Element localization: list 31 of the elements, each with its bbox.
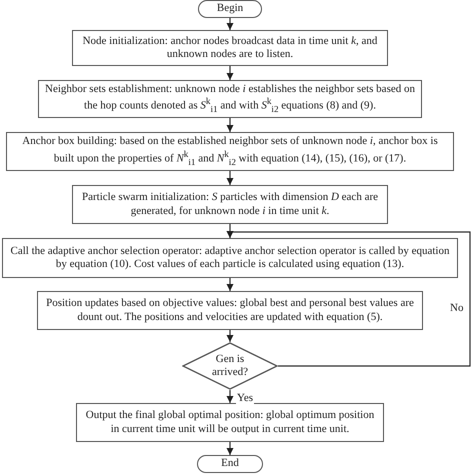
process-text: Neighbor sets establishment: unknown node i establishes the neighbor sets based on the hop counts denoted as S$^{k}$$_{i1}$ and with S$^{k}$$_{i2}$ equations (8) and (9). bbox=[45, 82, 415, 116]
process-box bbox=[2, 238, 458, 278]
process-box bbox=[37, 291, 423, 330]
process-box bbox=[72, 185, 388, 224]
arrow bbox=[226, 278, 234, 291]
edge-label: Yes bbox=[236, 392, 254, 404]
process-text: Particle swarm initialization: S particles with dimension D each are generated, for unknown node i in time unit k. bbox=[80, 191, 379, 218]
arrow bbox=[226, 66, 234, 80]
arrow bbox=[226, 171, 234, 185]
process-text: Anchor box building: based on the established neighbor sets of unknown node i, anchor box is built upon the properties of N$^{k}$$_{i1}$ and N$^{k}$$_{i2}$ with equation (14), (15), (16), or (17). bbox=[21, 135, 439, 168]
arrow bbox=[226, 231, 471, 367]
terminal-box bbox=[198, 0, 262, 18]
decision-text: Gen is arrived? bbox=[210, 352, 250, 380]
arrow bbox=[226, 442, 234, 455]
arrow bbox=[226, 390, 234, 403]
process-box bbox=[6, 132, 454, 171]
process-text: Position updates based on objective values: global best and personal best values are dount out. The positions and velocities are updated with equation (5). bbox=[45, 297, 415, 324]
arrow bbox=[226, 18, 234, 30]
edge-label: No bbox=[449, 302, 464, 314]
process-text: Output the final global optimal position: global optimum position in current time unit will be output in current time unit. bbox=[84, 409, 376, 436]
terminal-label: End bbox=[221, 457, 239, 471]
process-box bbox=[76, 403, 384, 442]
terminal-box bbox=[197, 455, 263, 473]
arrow bbox=[226, 118, 234, 132]
terminal-label: Begin bbox=[216, 2, 244, 16]
process-text: Call the adaptive anchor selection operator: adaptive anchor selection operator is called by equation by equation (10). Cost values of each particle is calculated using equation (13). bbox=[10, 244, 450, 272]
process-box bbox=[38, 80, 422, 118]
decision-diamond bbox=[182, 342, 278, 390]
process-box bbox=[72, 30, 388, 66]
arrow bbox=[226, 330, 234, 342]
process-text: Node initialization: anchor nodes broadcast data in time unit k, and unknown nodes are to listen. bbox=[82, 34, 378, 62]
